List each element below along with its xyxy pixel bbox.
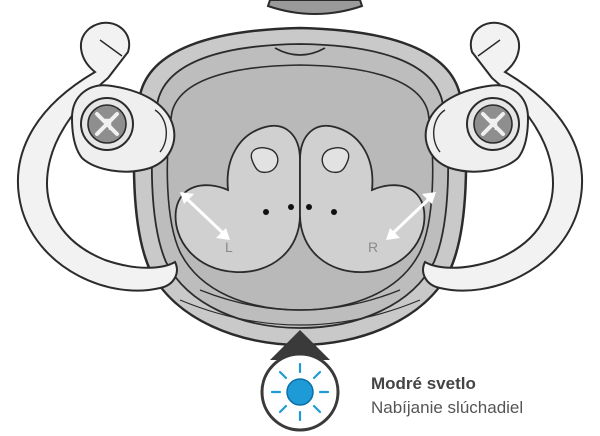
- led-status-title: Modré svetlo: [371, 375, 523, 392]
- blue-led-icon: [287, 379, 313, 405]
- right-slot-label: R: [368, 239, 378, 255]
- led-status-caption: Modré svetlo Nabíjanie slúchadiel: [371, 375, 523, 416]
- led-callout: [262, 330, 338, 430]
- left-slot-label: L: [225, 239, 233, 255]
- led-status-description: Nabíjanie slúchadiel: [371, 399, 523, 416]
